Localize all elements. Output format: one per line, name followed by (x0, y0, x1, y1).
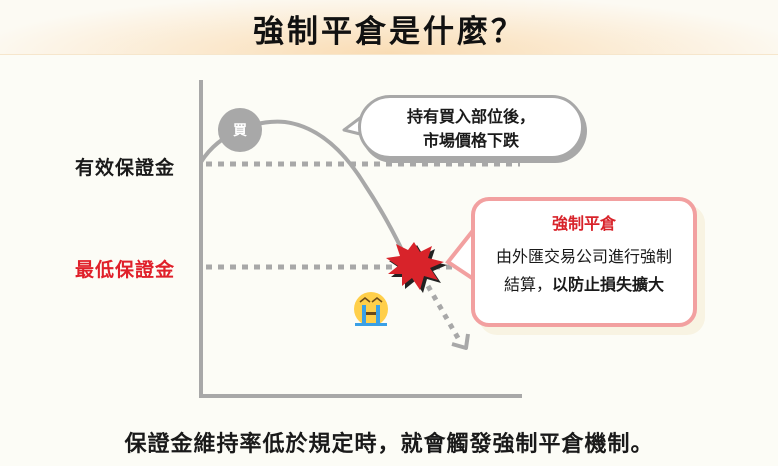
callout-body: 由外匯交易公司進行強制 結算，以防止損失擴大 (475, 243, 693, 299)
liquidation-burst-icon (386, 242, 447, 293)
speech-bubble: 持有買入部位後， 市場價格下跌 (358, 95, 584, 159)
callout-tail (445, 226, 477, 282)
decline-arrow-line (425, 284, 461, 340)
buy-marker-label: 買 (233, 123, 247, 139)
crying-face-icon (354, 292, 388, 326)
callout-line-1: 由外匯交易公司進行強制 (495, 247, 672, 266)
header-banner: 強制平倉是什麼？ (0, 0, 778, 55)
liquidation-callout: 強制平倉 由外匯交易公司進行強制 結算，以防止損失擴大 (471, 197, 697, 327)
bubble-line-2: 市場價格下跌 (422, 131, 519, 150)
page-title: 強制平倉是什麼？ (253, 14, 525, 50)
effective-margin-label: 有效保證金 (75, 157, 176, 179)
minimum-margin-label: 最低保證金 (75, 259, 176, 281)
arrow-head-icon (451, 333, 470, 350)
callout-heading: 強制平倉 (551, 214, 616, 233)
footer-caption: 保證金維持率低於規定時，就會觸發強制平倉機制。 (124, 432, 654, 457)
callout-line-2: 結算，以防止損失擴大 (475, 271, 693, 299)
buy-marker (218, 108, 262, 152)
axes (199, 80, 522, 398)
callout-line-2-bold: 以防止損失擴大 (552, 275, 665, 294)
bubble-line-1: 持有買入部位後， (406, 107, 535, 126)
callout-line-2-plain: 結算， (503, 275, 552, 294)
